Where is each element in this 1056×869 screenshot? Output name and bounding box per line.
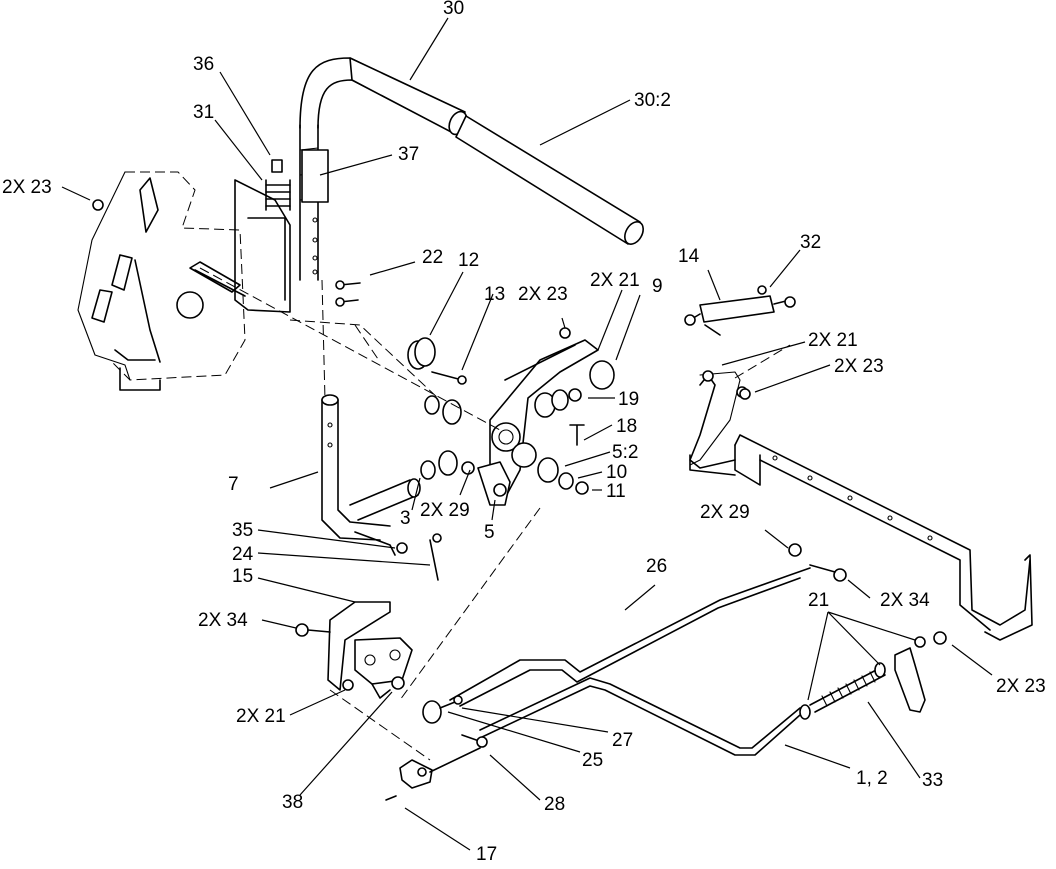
callout-30: 30 <box>443 0 464 19</box>
callout-36: 36 <box>193 54 214 75</box>
bolts-22 <box>335 280 361 307</box>
lever-33 <box>894 631 947 713</box>
hub-assembly <box>477 339 599 506</box>
bolts-25-27 <box>422 695 488 748</box>
rods <box>449 543 847 756</box>
callout-25: 25 <box>582 750 603 771</box>
callout-5: 5 <box>484 522 495 543</box>
callout-18: 18 <box>616 416 637 437</box>
bushing-9 <box>589 360 615 390</box>
callout-2x23-b: 2X 23 <box>518 284 568 305</box>
handle-decal <box>301 149 329 203</box>
callout-7: 7 <box>228 474 239 495</box>
damper-14 <box>684 285 796 336</box>
callout-2x21-c: 2X 21 <box>236 706 286 727</box>
callout-17: 17 <box>476 844 497 865</box>
callout-21: 21 <box>808 590 829 611</box>
left-side-plate <box>77 171 291 391</box>
pin-18 <box>569 424 585 446</box>
callout-27: 27 <box>612 730 633 751</box>
callout-2x34-b: 2X 34 <box>880 590 930 611</box>
callout-31: 31 <box>193 102 214 123</box>
callout-22: 22 <box>422 247 443 268</box>
callout-26: 26 <box>646 556 667 577</box>
spring-31 <box>265 159 291 211</box>
callout-9: 9 <box>652 276 663 297</box>
callout-2x29-b: 2X 29 <box>700 502 750 523</box>
link-24 <box>429 539 439 581</box>
callout-10: 10 <box>606 462 627 483</box>
callout-1-2: 1, 2 <box>856 768 888 789</box>
callout-2x21-b: 2X 21 <box>808 330 858 351</box>
callout-32: 32 <box>800 232 821 253</box>
callout-35: 35 <box>232 520 253 541</box>
handle-bar <box>299 57 644 281</box>
callout-19: 19 <box>618 389 639 410</box>
callout-33: 33 <box>922 770 943 791</box>
callout-2x23-c: 2X 23 <box>834 356 884 377</box>
callout-30-2: 30:2 <box>634 90 671 111</box>
clevis-28 <box>385 747 481 801</box>
bolt-13 <box>431 371 463 381</box>
callout-2x23-d: 2X 23 <box>996 676 1046 697</box>
callout-11: 11 <box>606 481 626 502</box>
callout-5-2: 5:2 <box>612 442 638 463</box>
callout-28: 28 <box>544 794 565 815</box>
callout-15: 15 <box>232 566 253 587</box>
shaft-7 <box>321 394 421 556</box>
callout-14: 14 <box>678 246 700 267</box>
callout-12: 12 <box>458 250 479 271</box>
leader-lines <box>61 17 993 851</box>
callout-13: 13 <box>484 284 505 305</box>
callout-2x29-a: 2X 29 <box>420 500 470 521</box>
alignment-lines <box>199 267 791 761</box>
callout-38: 38 <box>282 792 303 813</box>
spring-21 <box>799 662 886 720</box>
callout-3: 3 <box>400 508 411 529</box>
callout-2x34-a: 2X 34 <box>198 610 248 631</box>
callout-37: 37 <box>398 144 419 165</box>
callout-2x23-a: 2X 23 <box>2 177 52 198</box>
callout-2x21-a: 2X 21 <box>590 270 640 291</box>
callout-24: 24 <box>232 544 254 565</box>
bracket-15 <box>295 601 413 699</box>
